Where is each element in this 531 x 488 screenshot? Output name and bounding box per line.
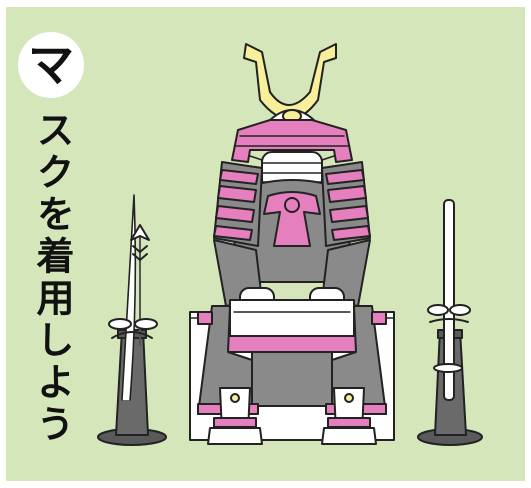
bow-stand-icon bbox=[97, 194, 167, 446]
caption-first-char: マ bbox=[28, 38, 74, 92]
caption-vertical-text: スクを着用しよう bbox=[30, 110, 74, 446]
shin-guards bbox=[207, 387, 377, 445]
sword-stand-icon bbox=[417, 199, 483, 446]
helmet-horns bbox=[243, 43, 337, 120]
helmet bbox=[231, 109, 353, 163]
left-shoulder-plates bbox=[213, 161, 263, 247]
lap-plate bbox=[227, 299, 357, 353]
caption-circle: マ bbox=[18, 32, 84, 98]
torso bbox=[231, 179, 353, 283]
right-shoulder-plates bbox=[321, 161, 371, 247]
